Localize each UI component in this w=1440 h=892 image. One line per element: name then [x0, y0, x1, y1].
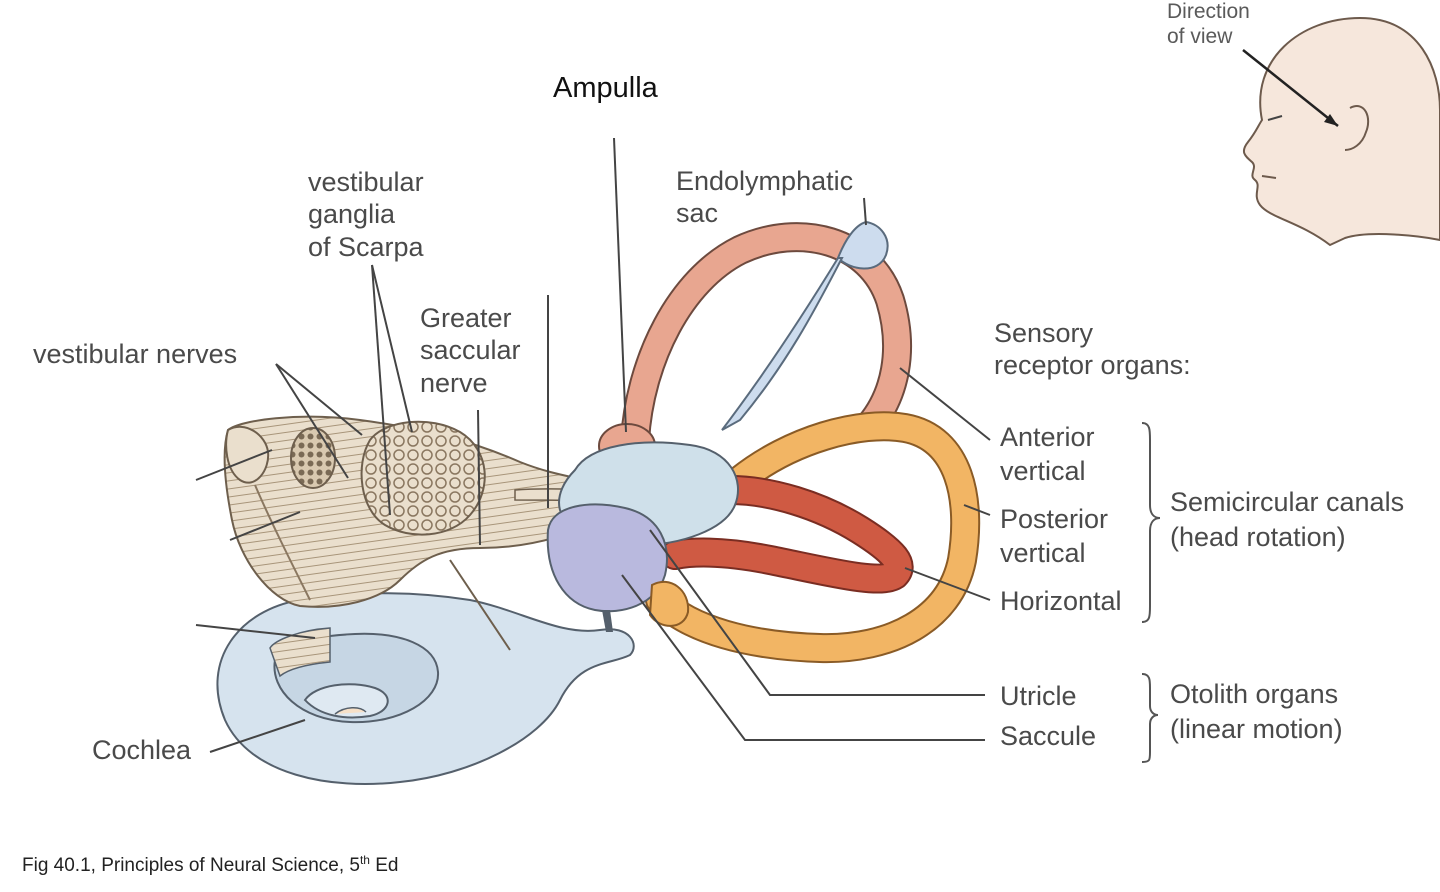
- cochlear-nerve-leader: [195, 624, 316, 639]
- eye-mark: [1267, 115, 1283, 121]
- endolymphatic-leader: [863, 197, 867, 226]
- saccule-label: Saccule: [1000, 721, 1096, 751]
- nerve-strand: [254, 484, 311, 601]
- semicircular-canals: [598, 222, 981, 664]
- nerve-leader-a: [195, 449, 273, 481]
- ganglia-leader-1: [371, 264, 391, 516]
- greater-saccular-label-line3: nerve: [420, 368, 488, 398]
- otolith-label-line1: Otolith organs: [1170, 679, 1338, 709]
- otolith-label-line2: (linear motion): [1170, 714, 1343, 744]
- scarpa-ganglion: [360, 420, 486, 536]
- ganglia-label-line3: of Scarpa: [308, 232, 425, 262]
- nerve-cut-end-upper: [225, 425, 270, 484]
- vestibular-nerves-leader-1: [275, 363, 363, 436]
- caption-superscript: th: [360, 853, 370, 867]
- cochlear-nerve-fibers: [269, 627, 331, 678]
- horizontal-label: Horizontal: [1000, 586, 1122, 616]
- semicircular-label-line2: (head rotation): [1170, 522, 1346, 552]
- anterior-leader: [899, 367, 991, 441]
- endolymphatic-label-line1: Endolymphatic: [676, 166, 853, 196]
- nerve-branch-to-cochlea: [449, 559, 511, 651]
- view-direction-arrow: [1242, 49, 1339, 127]
- head-illustration: [1242, 16, 1440, 247]
- endolymphatic-duct: [721, 257, 844, 431]
- endolymphatic-sac: [836, 220, 889, 270]
- posterior-label-line2: vertical: [1000, 538, 1086, 568]
- ampulla-label: Ampulla: [553, 72, 659, 104]
- nerve-leader-b: [229, 511, 301, 541]
- posterior-label-line1: Posterior: [1000, 504, 1108, 534]
- cochlea-helicotrema: [334, 707, 367, 715]
- ganglia-label-line1: vestibular: [308, 167, 424, 197]
- cochlea-label: Cochlea: [92, 735, 192, 765]
- greater-saccular-label-line2: saccular: [420, 335, 521, 365]
- sensory-label-line1: Sensory: [994, 318, 1094, 348]
- figure-caption: Fig 40.1, Principles of Neural Science, …: [22, 853, 399, 876]
- utricle-leader: [649, 529, 985, 696]
- nerve-cross-section: [290, 427, 336, 489]
- sensory-label-line2: receptor organs:: [994, 350, 1191, 380]
- direction-label-line1: Direction: [1167, 0, 1250, 23]
- otolith-organs: [546, 441, 739, 632]
- leader-lines: [195, 137, 991, 753]
- ear-outline: [1344, 105, 1370, 151]
- cochlea-leader: [209, 719, 306, 753]
- semicircular-label-line1: Semicircular canals: [1170, 487, 1404, 517]
- endolymphatic-system: [721, 220, 889, 431]
- direction-label-line2: of view: [1167, 25, 1233, 48]
- caption-prefix: Fig 40.1, Principles of Neural Science, …: [22, 855, 360, 876]
- endolymphatic-label-line2: sac: [676, 198, 718, 228]
- saccule: [546, 503, 668, 613]
- anterior-label-line1: Anterior: [1000, 422, 1095, 452]
- semicircular-brace: [1141, 422, 1161, 623]
- posterior-canal: [662, 477, 912, 592]
- cochlea-apex: [303, 683, 389, 719]
- otolith-brace: [1141, 673, 1159, 763]
- ganglia-label-line2: ganglia: [308, 199, 396, 229]
- cochlea-structure: [216, 592, 635, 785]
- vestibular-nerves-label: vestibular nerves: [33, 339, 237, 369]
- text-labels: Ampulla Endolymphatic sac vestibular gan…: [22, 0, 1404, 876]
- horizontal-leader: [904, 567, 991, 601]
- ganglia-leader-2: [371, 264, 413, 433]
- mouth-mark: [1261, 175, 1277, 179]
- horizontal-canal: [647, 413, 979, 662]
- ampulla-leader: [613, 137, 627, 433]
- saccular-nerve-leader: [477, 409, 481, 546]
- braces: [1141, 422, 1161, 763]
- saccule-leader: [621, 574, 985, 741]
- greater-saccular-label-line1: Greater: [420, 303, 512, 333]
- arrowhead-icon: [1324, 114, 1338, 126]
- head-silhouette: [1242, 16, 1440, 247]
- vestibular-nerves-leader-2: [275, 363, 349, 479]
- anterior-canal: [622, 224, 911, 453]
- caption-suffix: Ed: [370, 855, 399, 876]
- anterior-label-line2: vertical: [1000, 456, 1086, 486]
- utricle-label: Utricle: [1000, 681, 1077, 711]
- saccular-duct: [602, 610, 613, 632]
- posterior-leader: [963, 504, 991, 516]
